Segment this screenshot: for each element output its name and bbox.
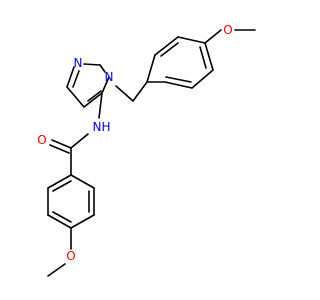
bond — [87, 90, 102, 102]
amide-nh-atom: N H — [93, 120, 111, 134]
bond — [115, 85, 134, 102]
bond — [191, 69, 214, 89]
svg-text:N: N — [105, 70, 114, 84]
bond — [52, 211, 72, 223]
bond — [204, 42, 214, 71]
bond — [70, 174, 95, 189]
bond — [154, 36, 179, 56]
bonds — [47, 29, 256, 277]
top-methoxy-oxygen-atom: O — [223, 23, 232, 37]
carbonyl-oxygen-atom: O — [37, 133, 46, 147]
bond — [83, 92, 103, 108]
bond — [146, 54, 156, 83]
atom-labels: N N N H O O O — [37, 23, 232, 263]
svg-text:O: O — [37, 133, 46, 147]
bond — [204, 29, 222, 44]
bond — [47, 263, 66, 277]
svg-text:H: H — [101, 120, 110, 134]
bond — [83, 63, 101, 66]
bond — [47, 214, 72, 229]
bond — [66, 66, 75, 88]
bond — [66, 86, 85, 108]
bond — [70, 133, 89, 149]
bond — [199, 46, 207, 69]
bottom-methoxy-oxygen-atom: O — [66, 249, 75, 263]
bond — [165, 76, 192, 83]
bond — [101, 76, 110, 94]
bond — [98, 92, 103, 119]
bond — [177, 36, 206, 44]
bond — [132, 81, 148, 102]
bond — [70, 214, 95, 229]
bond — [52, 180, 72, 192]
svg-text:O: O — [223, 23, 232, 37]
bond — [49, 144, 70, 154]
bond — [47, 174, 72, 189]
bond — [160, 42, 179, 57]
pyrazole-n1-atom: N — [105, 70, 114, 84]
bond — [72, 70, 80, 88]
svg-text:N: N — [74, 56, 83, 70]
bond — [164, 81, 193, 89]
svg-text:O: O — [66, 249, 75, 263]
bond — [99, 64, 106, 73]
pyrazole-n2-atom: N — [74, 56, 83, 70]
chemical-structure-diagram: N N N H O O O — [37, 23, 256, 277]
bond — [51, 139, 72, 149]
svg-text:N: N — [93, 120, 102, 134]
